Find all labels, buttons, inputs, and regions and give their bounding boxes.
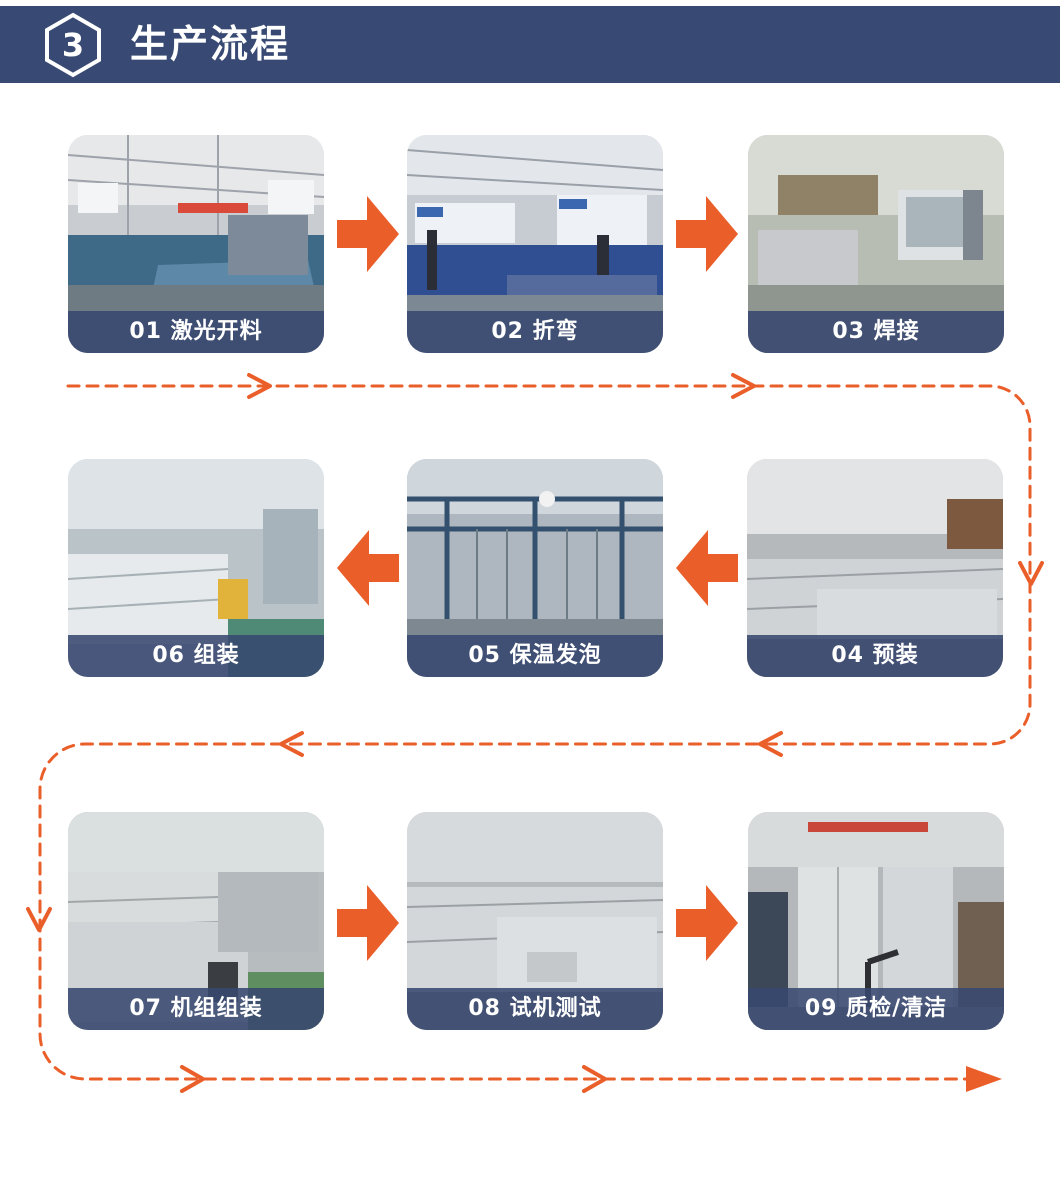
step-label: 01 激光开料: [68, 311, 324, 353]
step-label: 05 保温发泡: [407, 635, 663, 677]
step-label: 03 焊接: [748, 311, 1004, 353]
hexagon-icon: [45, 12, 101, 78]
step-label: 07 机组组装: [68, 988, 324, 1030]
step-card-assembly: 06 组装: [68, 459, 324, 677]
step-card-insulation-foaming: 05 保温发泡: [407, 459, 663, 677]
arrow-right-icon: [337, 885, 399, 961]
arrow-right-icon: [337, 196, 399, 272]
step-badge-number: 3: [61, 26, 85, 64]
arrow-left-icon: [337, 530, 399, 606]
step-card-pre-assembly: 04 预装: [747, 459, 1003, 677]
step-label: 09 质检/清洁: [748, 988, 1004, 1030]
arrow-left-icon: [676, 530, 738, 606]
header-bar: 3 生产流程: [0, 6, 1060, 83]
step-card-welding: 03 焊接: [748, 135, 1004, 353]
step-card-unit-assembly: 07 机组组装: [68, 812, 324, 1030]
step-label: 08 试机测试: [407, 988, 663, 1030]
step-label: 04 预装: [747, 635, 1003, 677]
arrow-right-icon: [676, 885, 738, 961]
step-card-bending: 02 折弯: [407, 135, 663, 353]
step-card-laser-cutting: 01 激光开料: [68, 135, 324, 353]
page-title: 生产流程: [130, 22, 291, 66]
arrow-right-icon: [676, 196, 738, 272]
step-label: 06 组装: [68, 635, 324, 677]
step-label: 02 折弯: [407, 311, 663, 353]
step-card-trial-testing: 08 试机测试: [407, 812, 663, 1030]
step-card-inspection-cleaning: 09 质检/清洁: [748, 812, 1004, 1030]
